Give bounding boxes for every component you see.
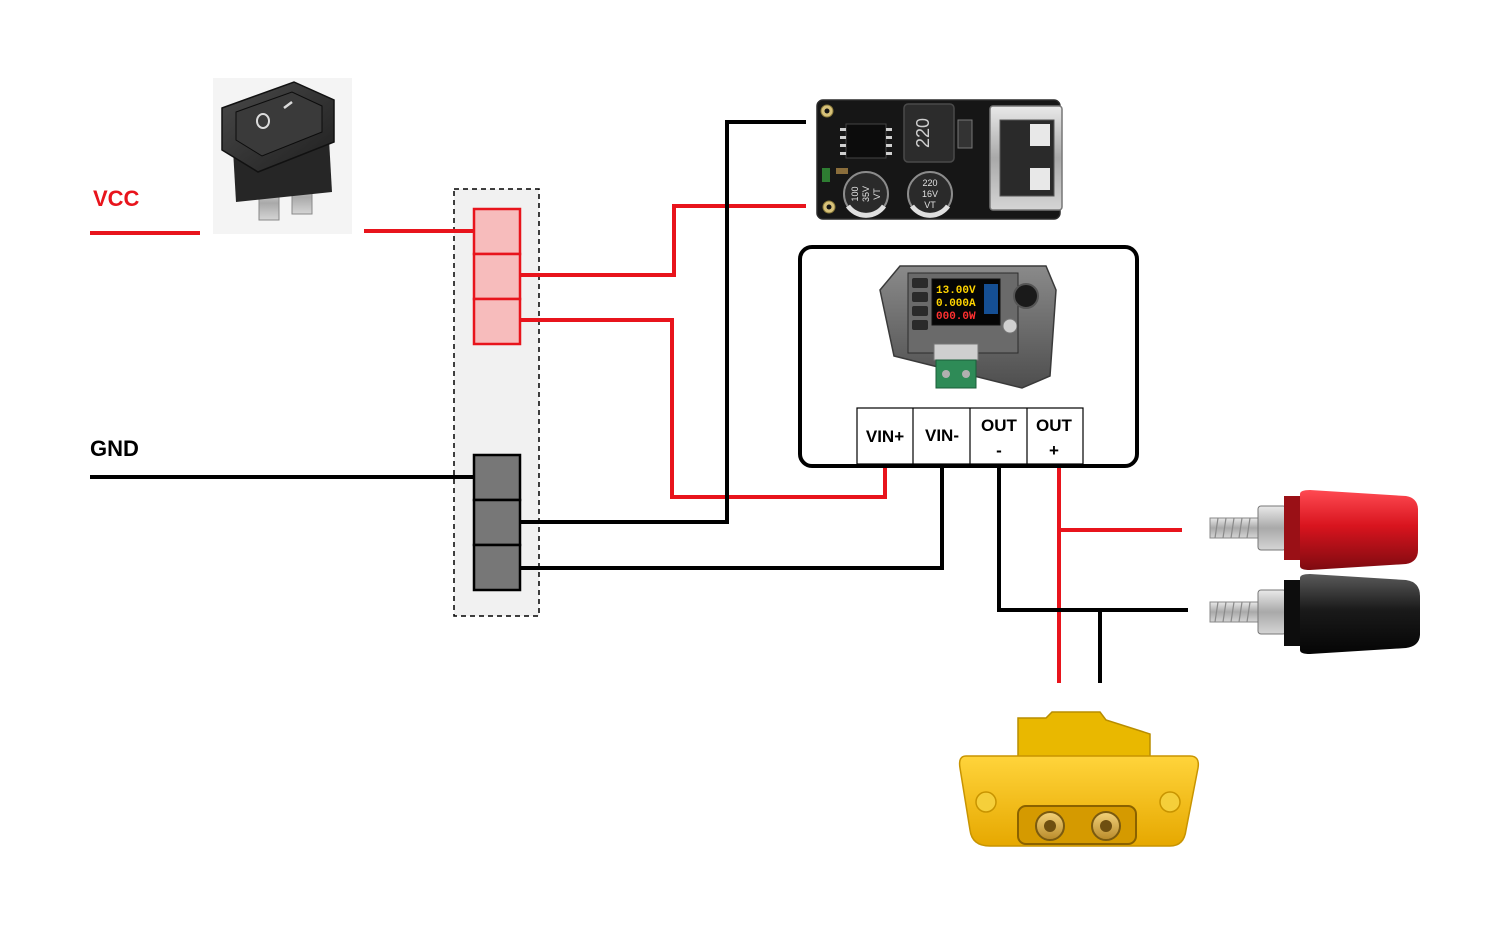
switch-rocker bbox=[235, 91, 323, 157]
out-plus-label-bottom: + bbox=[1049, 441, 1059, 460]
connector-top-housing bbox=[1017, 711, 1151, 761]
red-post-nut bbox=[1257, 505, 1287, 551]
psu-button-2 bbox=[912, 292, 928, 302]
usb-module-resistor bbox=[836, 168, 848, 174]
cap2-voltage: 16V bbox=[922, 189, 938, 199]
cap1-series: VT bbox=[872, 188, 882, 200]
switch-on-symbol bbox=[283, 101, 293, 109]
yellow-xt-connector bbox=[958, 711, 1200, 847]
psu-display-voltage: 13.00V bbox=[936, 285, 976, 297]
red-binding-post bbox=[1209, 490, 1418, 570]
red-post-cap bbox=[1300, 490, 1418, 570]
terminal-to-psu-vin-plus-wire bbox=[520, 318, 887, 499]
vcc-label: VCC bbox=[93, 186, 140, 211]
vin-minus-label: VIN- bbox=[925, 426, 959, 445]
out-plus-label-top: OUT bbox=[1036, 416, 1073, 435]
black-post-nut bbox=[1257, 589, 1287, 635]
terminal-block-group bbox=[453, 188, 540, 617]
connector-mount-hole-left bbox=[975, 791, 997, 813]
psu-display-current: 0.000A bbox=[936, 298, 976, 310]
psu-button-4 bbox=[912, 320, 928, 330]
usb-module-led bbox=[822, 168, 830, 182]
switch-off-symbol bbox=[256, 113, 270, 129]
vcc-terminal-1 bbox=[472, 207, 522, 256]
gnd-terminal-2 bbox=[472, 498, 522, 547]
connector-mount-hole-right bbox=[1159, 791, 1181, 813]
psu-display-power: 000.0W bbox=[936, 311, 976, 323]
cap2-value: 220 bbox=[922, 178, 937, 188]
red-post-collar bbox=[1284, 496, 1304, 560]
psu-screen-bar bbox=[984, 284, 998, 314]
psu-button-1 bbox=[912, 278, 928, 288]
gnd-label: GND bbox=[90, 436, 139, 461]
psu-device-image: 13.00V 0.000A 000.0W bbox=[879, 265, 1057, 389]
vin-plus-label: VIN+ bbox=[866, 427, 904, 446]
out-minus-wire bbox=[997, 464, 1188, 612]
gnd-terminal-3 bbox=[472, 543, 522, 592]
usb-module-diode bbox=[957, 119, 973, 149]
usb-module-inductor bbox=[903, 103, 955, 163]
power-supply-module: 13.00V 0.000A 000.0W VIN+ VIN- OUT - OUT… bbox=[798, 245, 1139, 468]
wires bbox=[90, 120, 1188, 683]
cap1-value: 100 bbox=[850, 186, 860, 201]
out-minus-label-top: OUT bbox=[981, 416, 1018, 435]
black-post-collar bbox=[1284, 580, 1304, 646]
inductor-code: 220 bbox=[913, 118, 933, 148]
usb-port-contact-2 bbox=[1030, 168, 1050, 190]
vcc-terminal-3 bbox=[472, 297, 522, 346]
psu-header bbox=[933, 343, 979, 361]
psu-screw bbox=[1002, 318, 1018, 334]
usb-port-contact-1 bbox=[1030, 124, 1050, 146]
vcc-terminal-2 bbox=[472, 252, 522, 301]
black-post-cap bbox=[1300, 574, 1420, 654]
black-binding-post bbox=[1209, 574, 1420, 654]
terminal-to-psu-vin-minus-wire bbox=[520, 466, 944, 570]
usb-module-ic bbox=[845, 123, 887, 159]
psu-terminal-labels: VIN+ VIN- OUT - OUT + bbox=[856, 407, 1084, 465]
terminal-to-usb-gnd-wire bbox=[520, 120, 806, 524]
gnd-terminal-1 bbox=[472, 453, 522, 502]
cap2-series: VT bbox=[924, 200, 936, 210]
usb-buck-module: 220 100 35V VT 220 16V VT bbox=[816, 99, 1063, 220]
psu-button-3 bbox=[912, 306, 928, 316]
out-minus-label-bottom: - bbox=[996, 441, 1002, 460]
cap1-voltage: 35V bbox=[861, 186, 871, 202]
psu-knob bbox=[1013, 283, 1039, 309]
terminal-to-usb-vin-wire bbox=[520, 204, 806, 277]
rocker-switch bbox=[213, 78, 352, 234]
